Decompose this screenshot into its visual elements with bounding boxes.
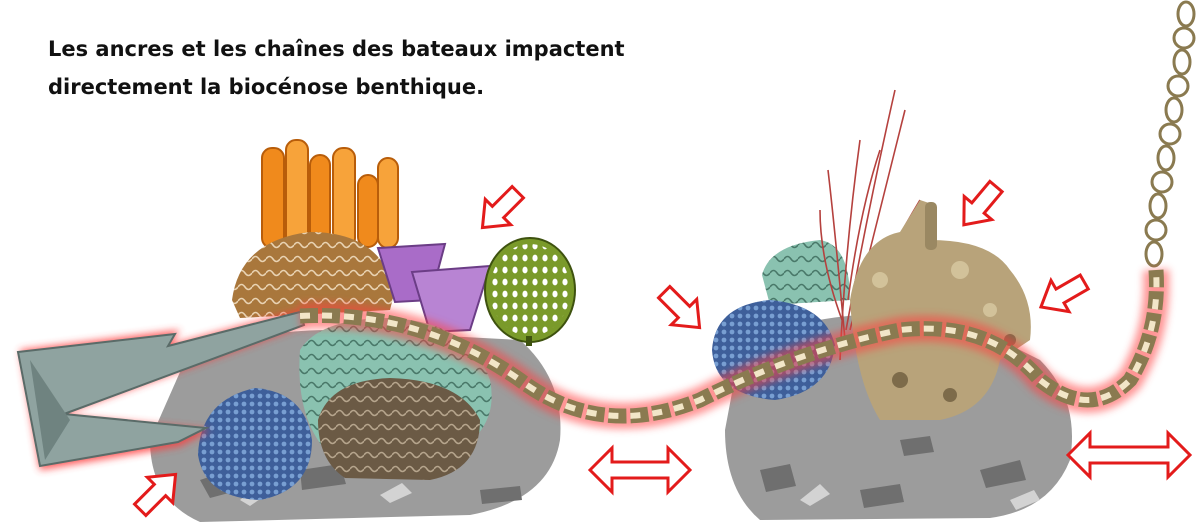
impact-arrow-icon <box>950 175 1010 236</box>
impact-arrow-icon <box>470 179 531 240</box>
double-arrow-icon <box>1068 433 1190 477</box>
green-fan-coral <box>485 238 575 346</box>
hanging-chain <box>1146 2 1194 266</box>
impact-arrow-icon <box>651 279 712 340</box>
double-arrow-icon <box>590 448 690 492</box>
impact-arrow-icon <box>1032 266 1093 322</box>
